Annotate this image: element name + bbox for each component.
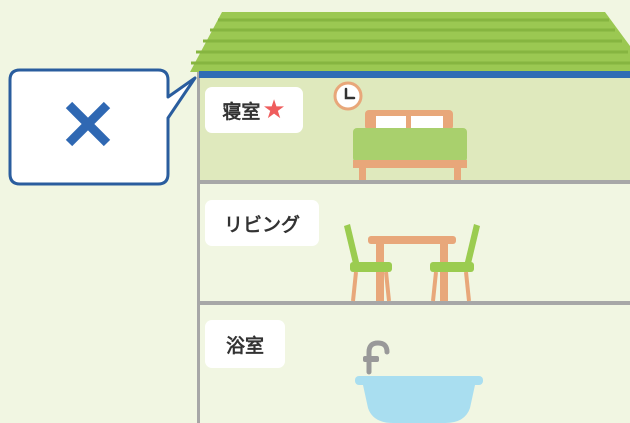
room-label-text: 浴室 xyxy=(225,334,264,357)
callout-box xyxy=(8,68,197,186)
exterior-wall-line xyxy=(197,72,200,423)
room-label-bath: 浴室 xyxy=(205,320,285,368)
bathtub-icon xyxy=(355,340,483,423)
dining-set-icon xyxy=(344,224,480,302)
room-label-bedroom: 寝室 ★ xyxy=(205,87,303,133)
room-label-text: 寝室 xyxy=(222,100,261,123)
roof-trim xyxy=(199,71,630,78)
roof xyxy=(190,12,630,78)
clock-icon xyxy=(333,81,363,111)
floor-divider xyxy=(199,301,630,305)
room-label-text: リビング xyxy=(223,213,300,236)
star-icon: ★ xyxy=(262,95,286,125)
cross-mark-icon xyxy=(60,96,116,152)
room-label-living: リビング xyxy=(205,200,319,246)
floor-divider xyxy=(199,180,630,184)
bed-icon xyxy=(353,110,467,180)
